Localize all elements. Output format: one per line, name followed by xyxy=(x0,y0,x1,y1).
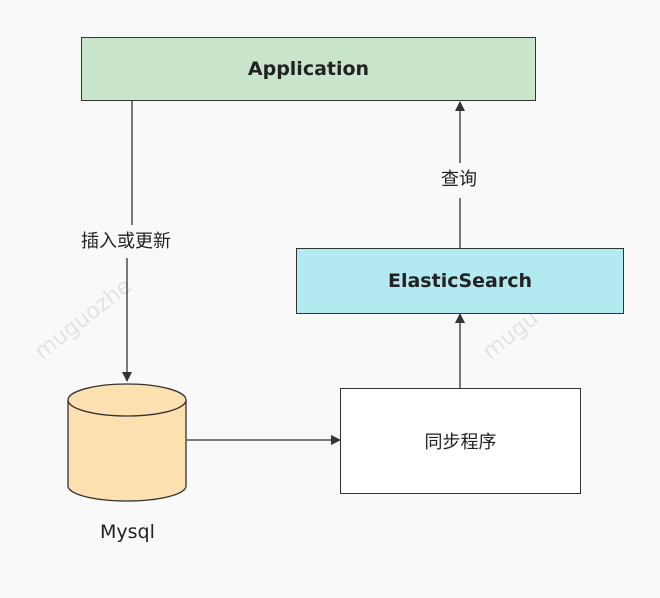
mysql-cylinder xyxy=(67,383,187,502)
sync-program-node[interactable]: 同步程序 xyxy=(340,388,581,494)
edge-label-insert-update: 插入或更新 xyxy=(81,231,171,252)
mysql-label: Mysql xyxy=(100,521,155,543)
application-node[interactable]: Application xyxy=(81,37,536,101)
edge-label-query: 查询 xyxy=(441,169,477,190)
elasticsearch-node[interactable]: ElasticSearch xyxy=(296,248,624,314)
application-label: Application xyxy=(247,58,370,80)
elasticsearch-label: ElasticSearch xyxy=(387,270,533,292)
sync-program-label: 同步程序 xyxy=(424,432,497,453)
